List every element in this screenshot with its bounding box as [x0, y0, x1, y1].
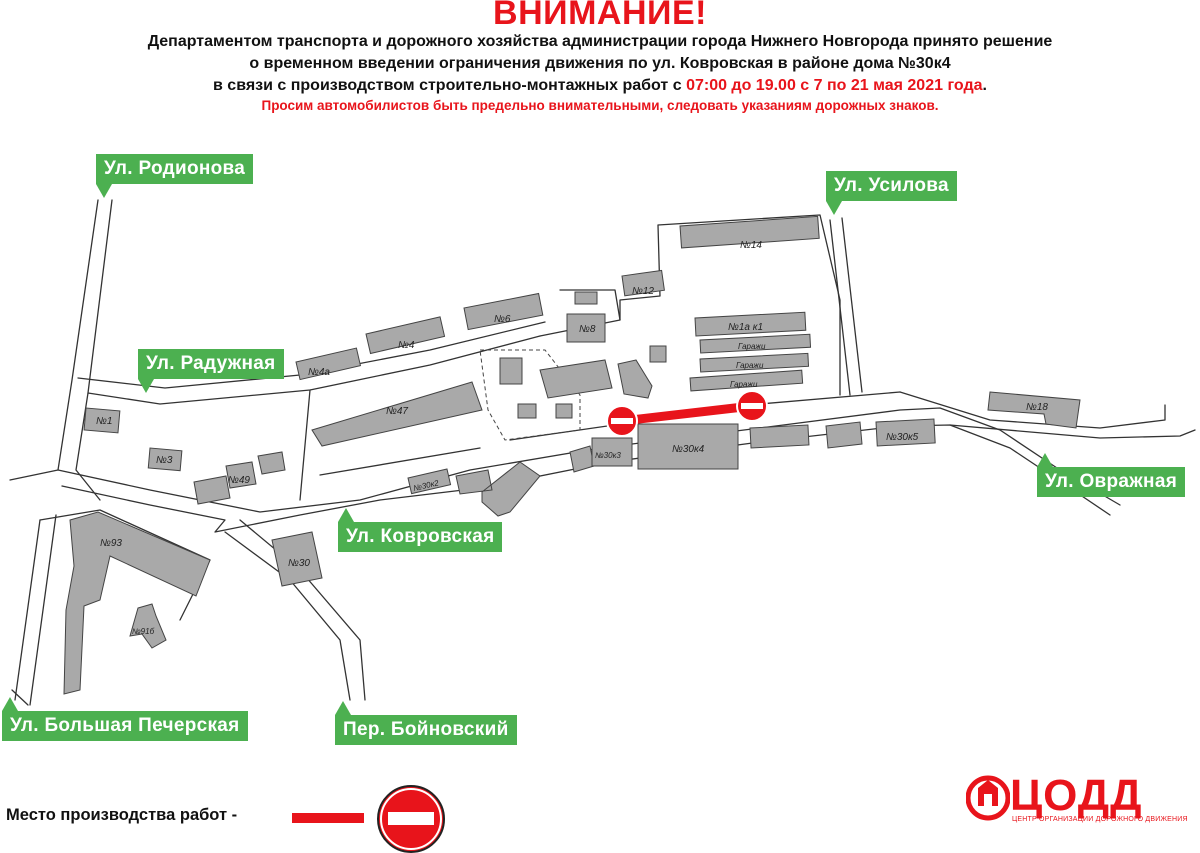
label-building-93: №93	[100, 538, 122, 549]
building-3	[147, 447, 183, 472]
building-4a	[295, 347, 362, 381]
label-building-14: №14	[740, 240, 762, 251]
label-building-1: №1	[96, 416, 112, 427]
notice-line-3-prefix: в связи с производством строительно-монт…	[213, 77, 687, 94]
building-30k2	[407, 468, 452, 495]
building-47	[311, 381, 483, 447]
street-sign-rodionova: Ул. Родионова	[96, 154, 254, 184]
building-dash-1	[499, 357, 523, 385]
logo-subtitle: ЦЕНТР ОРГАНИЗАЦИИ ДОРОЖНОГО ДВИЖЕНИЯ	[1012, 816, 1188, 823]
no-entry-icon	[377, 785, 445, 853]
street-sign-ovrazhnaya: Ул. Овражная	[1037, 467, 1186, 497]
building-dash-2	[517, 403, 537, 419]
building-12	[621, 269, 665, 297]
building-1	[83, 407, 121, 434]
street-sign-pointer	[335, 701, 351, 715]
building-18	[987, 391, 1081, 429]
no-entry-icon	[736, 390, 768, 422]
notice-line-2: о временном введении ограничения движени…	[249, 55, 951, 72]
garage-3	[689, 369, 804, 392]
legend-label: Место производства работ -	[6, 806, 238, 824]
street-sign-pointer	[826, 201, 842, 215]
building-30k5-a	[749, 424, 810, 449]
label-building-1a-k1: №1а к1	[728, 322, 763, 333]
label-building-12: №12	[632, 286, 654, 297]
street-sign-pointer	[96, 184, 112, 198]
logo-wordmark: ЦОДД	[1010, 771, 1143, 820]
label-garage-3: Гаражи	[730, 380, 758, 389]
notice-period: 07:00 до 19.00 с 7 по 21 мая 2021 года	[686, 77, 983, 94]
codd-logo-icon	[966, 775, 1010, 821]
street-sign-pointer	[338, 508, 354, 522]
construction-site-outline	[479, 349, 581, 441]
label-building-49: №49	[228, 475, 250, 486]
notice-line-3-suffix: .	[982, 77, 987, 94]
building-shed	[649, 345, 667, 363]
garage-1	[699, 333, 812, 354]
label-building-47: №47	[386, 406, 408, 417]
building-30k3	[591, 437, 633, 467]
building-49	[193, 451, 286, 505]
label-building-6: №6	[494, 314, 511, 325]
codd-logo: ЦОДД ЦЕНТР ОРГАНИЗАЦИИ ДОРОЖНОГО ДВИЖЕНИ…	[966, 770, 1188, 826]
building-6	[463, 292, 544, 331]
building-dash-3	[555, 403, 573, 419]
building-middle-2	[617, 359, 653, 399]
building-small	[574, 291, 598, 305]
street-sign-raduzhnaya: Ул. Радужная	[138, 349, 284, 379]
notice-line-3: в связи с производством строительно-монт…	[0, 77, 1200, 95]
label-building-4: №4	[398, 340, 415, 351]
no-entry-icon	[606, 405, 638, 437]
building-1a-k1	[694, 311, 807, 337]
building-middle	[539, 359, 613, 399]
label-building-18: №18	[1026, 402, 1048, 413]
street-sign-pointer	[1037, 453, 1053, 467]
notice-title: ВНИМАНИЕ!	[493, 0, 707, 32]
street-sign-pointer	[2, 697, 18, 711]
buildings	[63, 215, 1081, 695]
notice-line-1: Департаментом транспорта и дорожного хоз…	[147, 33, 1053, 50]
building-93	[63, 511, 211, 695]
legend-line-icon	[292, 813, 364, 823]
label-building-30: №30	[288, 558, 310, 569]
building-8	[566, 313, 606, 343]
label-building-4a: №4а	[308, 367, 330, 378]
building-14	[679, 215, 820, 249]
label-building-30k5: №30к5	[886, 432, 919, 443]
building-4	[365, 316, 446, 355]
street-sign-kovrovskaya: Ул. Ковровская	[338, 522, 503, 552]
label-building-3: №3	[156, 455, 173, 466]
garage-2	[699, 352, 810, 373]
notice-warning: Просим автомобилистов быть предельно вни…	[261, 98, 939, 113]
label-garage-1: Гаражи	[738, 342, 766, 351]
label-building-30k4: №30к4	[672, 444, 705, 455]
street-sign-boynovsky: Пер. Бойновский	[335, 715, 517, 745]
building-91b	[129, 603, 167, 649]
building-30	[271, 531, 323, 587]
label-building-30k3: №30к3	[595, 451, 621, 460]
building-30k5	[875, 418, 936, 447]
street-sign-pointer	[138, 379, 154, 393]
street-sign-usilova: Ул. Усилова	[826, 171, 957, 201]
label-garage-2: Гаражи	[736, 361, 764, 370]
building-30k5-b	[825, 421, 863, 449]
label-building-91b: №91б	[132, 627, 155, 636]
label-building-8: №8	[579, 324, 596, 335]
building-cluster	[455, 461, 541, 517]
building-30k3-a	[569, 445, 595, 473]
street-sign-bolshaya-pecherskaya: Ул. Большая Печерская	[2, 711, 248, 741]
building-30k4	[637, 423, 739, 470]
work-zone-line	[621, 401, 753, 426]
